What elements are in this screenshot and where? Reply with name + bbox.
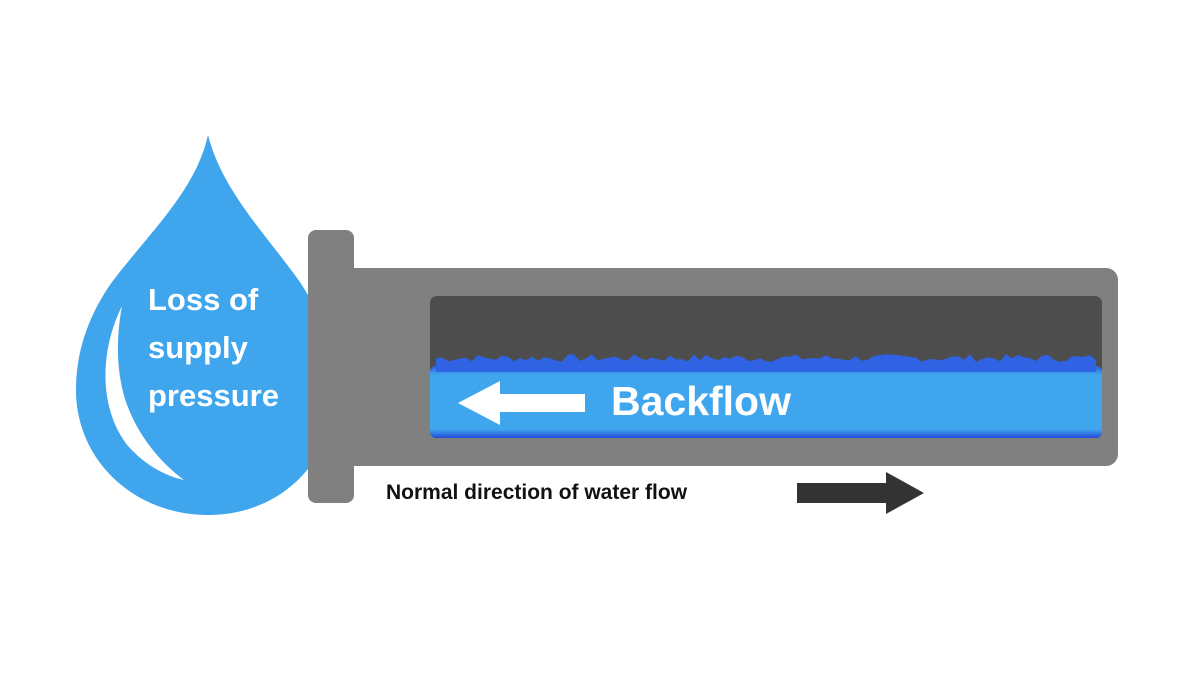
arrow-right-icon [797, 472, 924, 514]
drop-label-line: Loss of [148, 282, 259, 317]
water-surface [436, 354, 1096, 372]
arrow-left-icon [458, 381, 585, 425]
drop-label-line: pressure [148, 378, 279, 413]
drop-label-line: supply [148, 330, 248, 365]
pipe [308, 230, 1118, 503]
pipe-flange [308, 230, 354, 503]
water-drop-shape [76, 135, 335, 515]
water-drop-icon [76, 135, 335, 515]
backflow-label: Backflow [611, 378, 791, 424]
water-drop-highlight [105, 306, 184, 480]
water-in-pipe [430, 354, 1102, 438]
drop-label: Loss of supply pressure [148, 276, 279, 420]
normal-flow-label: Normal direction of water flow [386, 481, 688, 504]
